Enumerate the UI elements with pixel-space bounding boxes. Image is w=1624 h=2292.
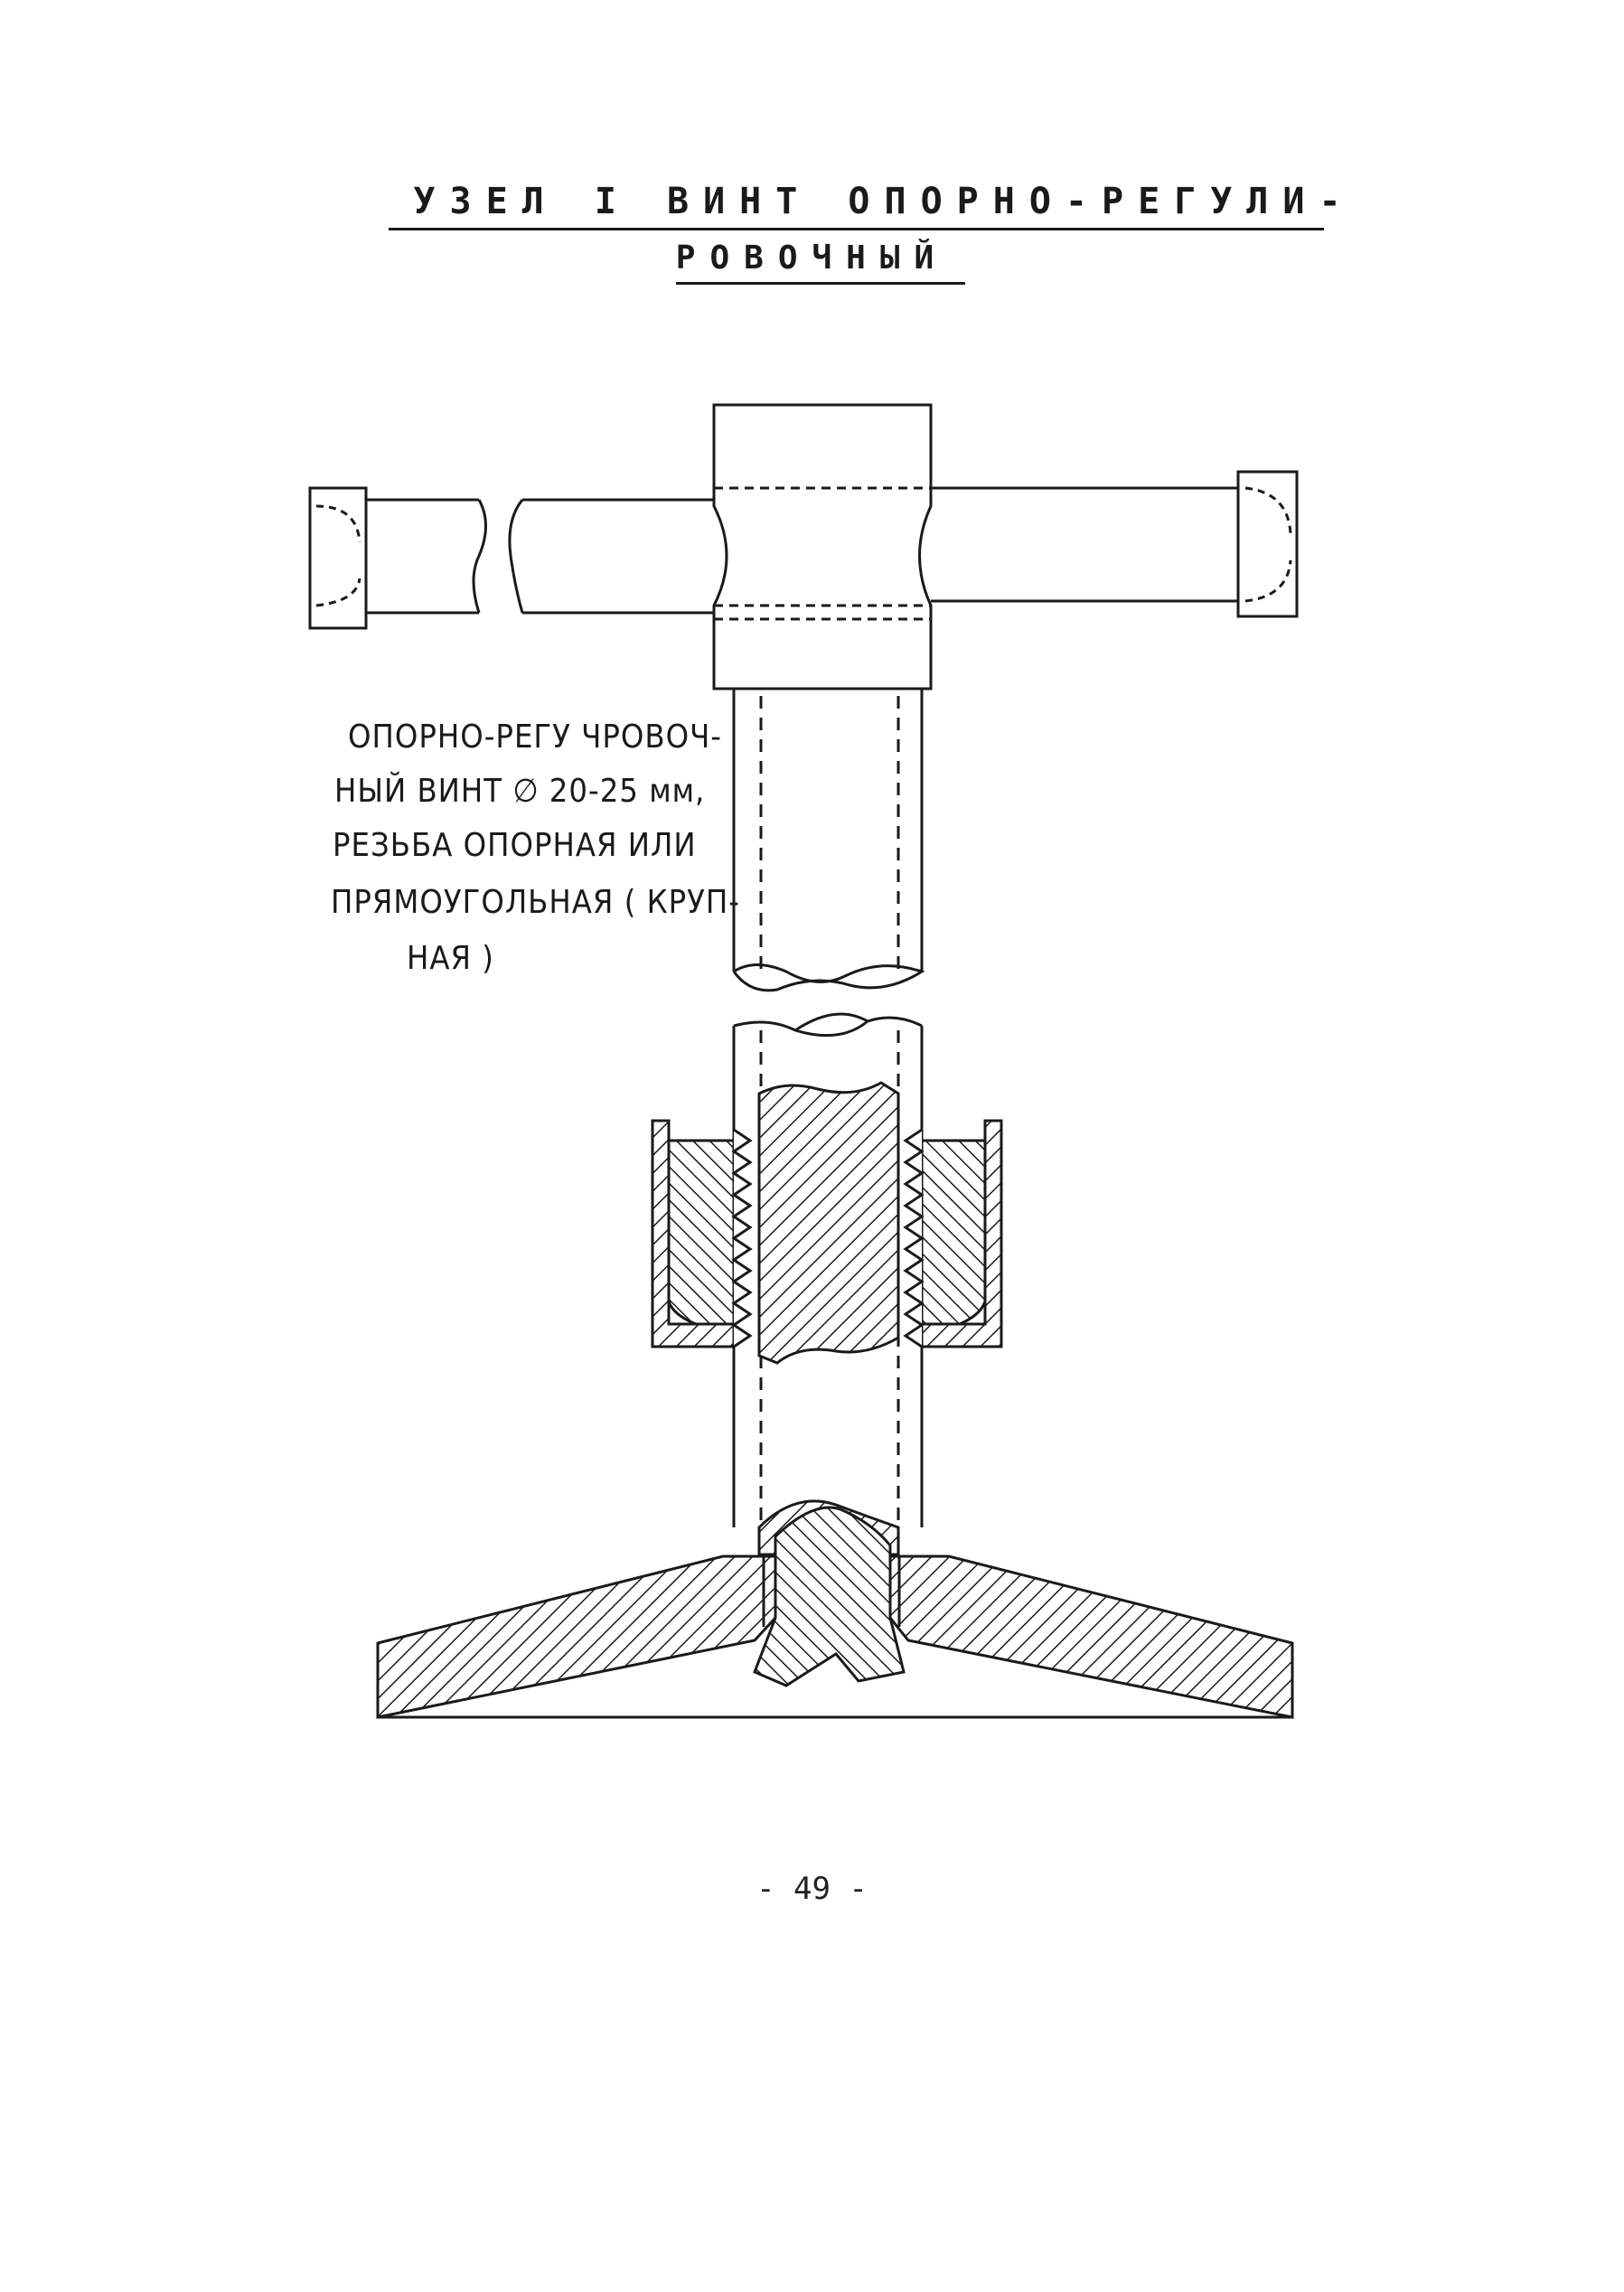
ball-joint-section bbox=[753, 1506, 906, 1687]
screw-shaft-upper bbox=[732, 689, 925, 992]
thread-teeth-right bbox=[903, 1128, 925, 1348]
base-plate-left bbox=[376, 1555, 777, 1719]
subtitle-underline bbox=[676, 282, 965, 285]
handle-right-cap bbox=[1236, 470, 1299, 618]
caption-line-2: НЫЙ ВИНТ ∅ 20-25 мм, bbox=[334, 773, 706, 810]
handle-right-rod bbox=[931, 486, 1238, 603]
handle-left-rod bbox=[366, 498, 723, 615]
base-plate-right bbox=[888, 1555, 1294, 1719]
caption-line-3: РЕЗЬБА ОПОРНАЯ ИЛИ bbox=[333, 827, 697, 864]
page-title: УЗЕЛ I ВИНТ ОПОРНО-РЕГУЛИ- bbox=[413, 181, 1356, 222]
handle-hub bbox=[712, 403, 933, 690]
thread-teeth-left bbox=[731, 1128, 753, 1348]
screw-core-section bbox=[757, 1081, 900, 1365]
handle-left-cap bbox=[308, 486, 368, 630]
nut-housing-right bbox=[920, 1119, 1003, 1348]
caption-line-1: ОПОРНО-РЕГУ ЧРОВОЧ- bbox=[348, 719, 722, 756]
caption-line-4: ПРЯМОУГОЛЬНАЯ ( КРУП- bbox=[331, 884, 740, 921]
page-number: - 49 - bbox=[756, 1871, 868, 1907]
nut-housing-left bbox=[651, 1119, 736, 1348]
page-subtitle: РОВОЧНЫЙ bbox=[675, 240, 949, 277]
caption-line-5: НАЯ ) bbox=[407, 940, 494, 977]
title-underline bbox=[389, 228, 1324, 230]
